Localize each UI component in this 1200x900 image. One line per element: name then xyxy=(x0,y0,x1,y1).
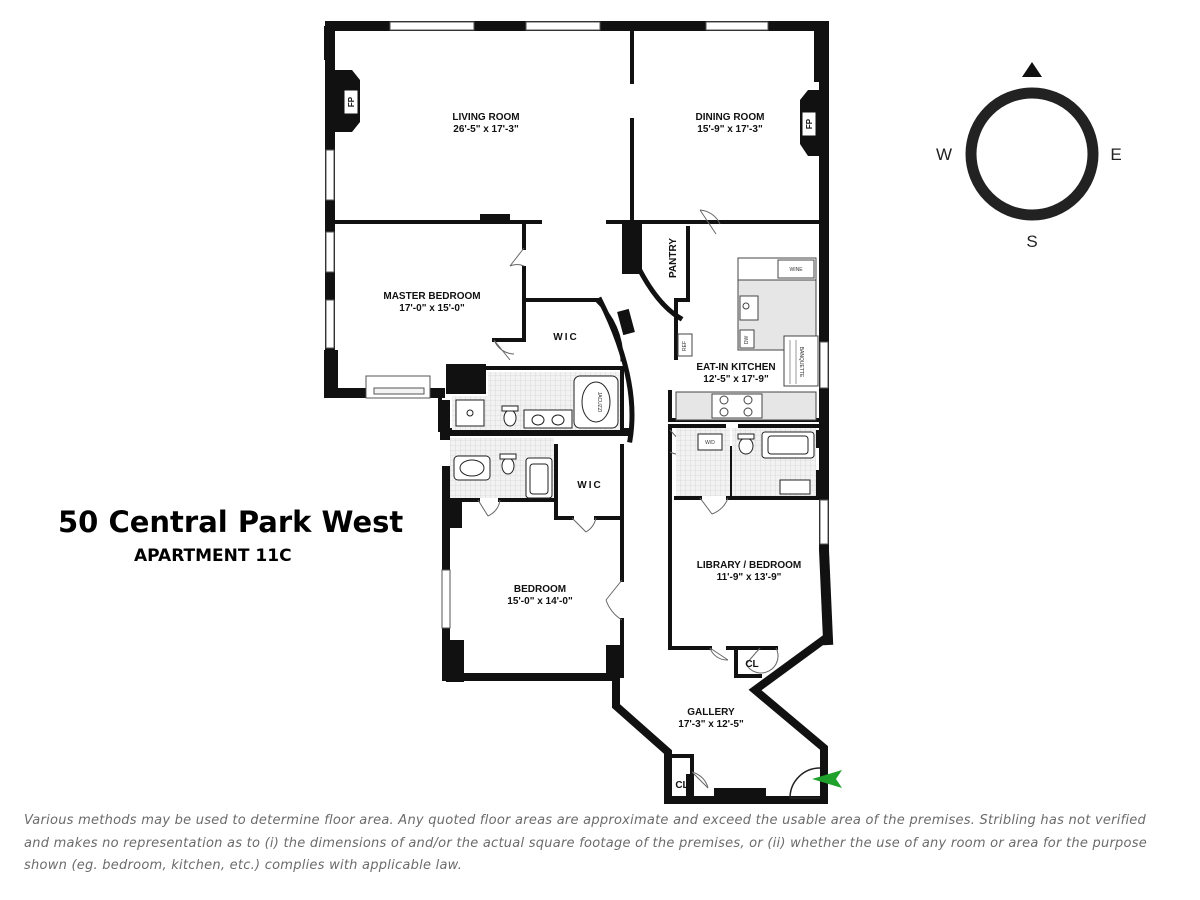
wic-bedroom-label: WIC xyxy=(577,480,602,491)
dining-room-label: DINING ROOM xyxy=(696,112,765,123)
gallery-dims: 17'-3" x 12'-5" xyxy=(678,719,744,730)
living-room-label: LIVING ROOM xyxy=(452,112,519,123)
compass: W E S xyxy=(936,62,1122,251)
living-room-dims: 26'-5" x 17'-3" xyxy=(453,124,519,135)
windows xyxy=(325,21,829,629)
fp-living-label: FP xyxy=(347,96,356,107)
cl-gallery-label: CL xyxy=(675,780,688,791)
compass-west: W xyxy=(936,145,952,164)
fp-dining-label: FP xyxy=(805,118,814,129)
disclaimer-line-3: shown (eg. bedroom, kitchen, etc.) compl… xyxy=(24,858,463,873)
compass-ring xyxy=(965,87,1099,221)
cl-library-label: CL xyxy=(745,659,758,670)
compass-east: E xyxy=(1110,145,1121,164)
kitchen-label: EAT-IN KITCHEN xyxy=(696,362,775,373)
dining-room-dims: 15'-9" x 17'-3" xyxy=(697,124,763,135)
master-bedroom-label: MASTER BEDROOM xyxy=(383,291,480,302)
master-bedroom-dims: 17'-0" x 15'-0" xyxy=(399,303,465,314)
fireplaces xyxy=(334,70,822,156)
library-bedroom-dims: 11'-9" x 13'-9" xyxy=(717,572,782,583)
wine-label: WINE xyxy=(789,267,803,273)
bathrooms xyxy=(450,372,816,499)
compass-south: S xyxy=(1026,232,1037,251)
kitchen-dims: 12'-5" x 17'-9" xyxy=(703,374,769,385)
banquette-label: BANQUETTE xyxy=(798,347,804,378)
building-name: 50 Central Park West xyxy=(58,505,404,539)
jacuzzi-label: JACUZZI xyxy=(596,392,602,413)
disclaimer-line-2: and makes no representation as to (i) th… xyxy=(24,835,1148,851)
bedroom-dims: 15'-0" x 14'-0" xyxy=(507,596,573,607)
bedroom-label: BEDROOM xyxy=(514,584,566,595)
wic-master-label: WIC xyxy=(553,332,578,343)
disclaimer: Various methods may be used to determine… xyxy=(24,810,1184,878)
entry-arrow xyxy=(812,770,842,788)
ref-label: REF xyxy=(682,341,688,351)
wd-label: W/D xyxy=(705,440,715,446)
disclaimer-line-1: Various methods may be used to determine… xyxy=(24,813,1147,828)
north-arrow-icon xyxy=(1022,62,1042,77)
library-bedroom-label: LIBRARY / BEDROOM xyxy=(697,560,801,571)
room-labels: LIVING ROOM 26'-5" x 17'-3" DINING ROOM … xyxy=(347,96,814,791)
kitchen-fixtures xyxy=(675,257,819,421)
dw-label: DW xyxy=(744,336,750,345)
pantry-label: PANTRY xyxy=(668,238,679,278)
gallery-label: GALLERY xyxy=(687,707,735,718)
apartment-number: APARTMENT 11C xyxy=(134,546,292,566)
